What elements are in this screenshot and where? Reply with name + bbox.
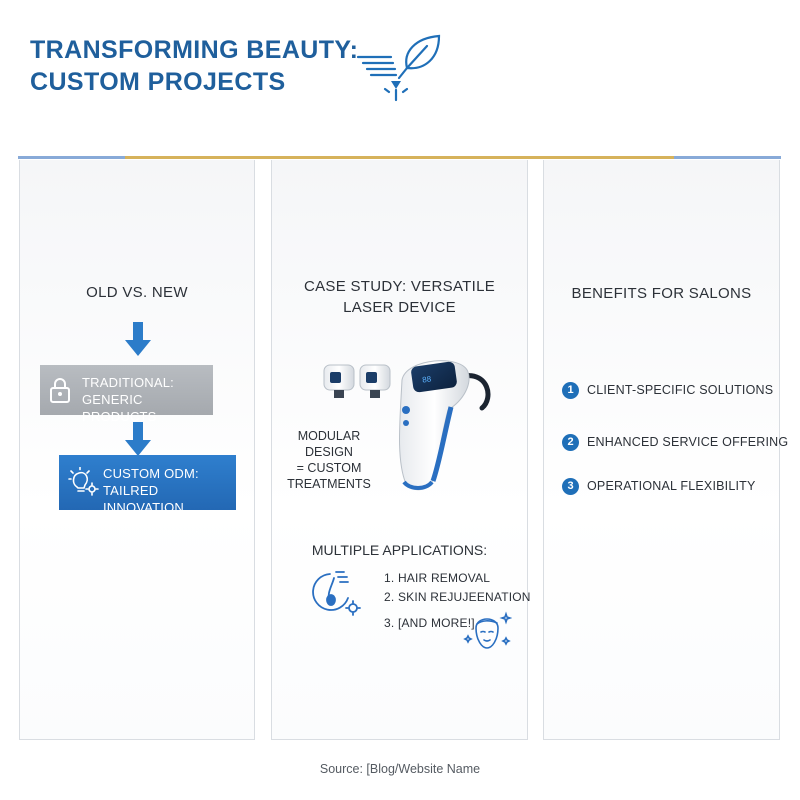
- laser-device-illustration: 88: [323, 360, 491, 491]
- traditional-label: TRADITIONAL:: [82, 375, 174, 390]
- number-badge: 3: [562, 477, 579, 495]
- custom-odm-label: CUSTOM ODM:: [103, 466, 199, 481]
- lightbulb-gear-icon: [68, 467, 99, 496]
- title-line-1: TRANSFORMING BEAUTY:: [30, 36, 359, 64]
- application-item: 3. [AND MORE!]: [384, 616, 475, 630]
- svg-text:88: 88: [422, 374, 433, 384]
- panel-heading: BENEFITS FOR SALONS: [571, 285, 752, 302]
- panel-old-vs-new: OLD VS. NEW TRADITIONAL: GENERIC PRODUCT…: [19, 160, 255, 740]
- modular-line-1: MODULAR DESIGN: [297, 429, 361, 459]
- modular-line-2: = CUSTOM: [296, 461, 362, 475]
- leaf-laser-icon: [356, 34, 441, 102]
- applications-heading: MULTIPLE APPLICATIONS:: [311, 542, 488, 558]
- panel-heading: CASE STUDY: VERSATILE LASER DEVICE: [272, 276, 527, 318]
- modular-line-3: TREATMENTS: [287, 477, 371, 491]
- custom-odm-box: CUSTOM ODM: TAILRED INNOVATION: [59, 455, 236, 515]
- panel-case-study: CASE STUDY: VERSATILE LASER DEVICE 88: [271, 160, 531, 740]
- title-line-2: CUSTOM PROJECTS: [30, 68, 286, 96]
- hair-follicle-icon: [312, 571, 361, 616]
- number-badge: 2: [562, 433, 579, 451]
- traditional-box: TRADITIONAL: GENERIC PRODUCTS: [40, 365, 213, 424]
- traditional-desc: GENERIC PRODUCTS: [82, 392, 157, 424]
- custom-odm-desc: TAILRED INNOVATION: [103, 483, 184, 515]
- face-sparkle-icon: [463, 611, 512, 649]
- benefit-label: CLIENT-SPECIFIC SOLUTIONS: [587, 383, 774, 397]
- benefit-item: 2 ENHANCED SERVICE OFFERING: [562, 431, 788, 453]
- benefit-item: 3 OPERATIONAL FLEXIBILITY: [562, 475, 756, 497]
- panel-benefits: BENEFITS FOR SALONS 1 CLIENT-SPECIFIC SO…: [543, 160, 788, 740]
- number-badge: 1: [562, 381, 579, 399]
- heading-line-2: LASER DEVICE: [343, 299, 456, 316]
- application-item: 1. HAIR REMOVAL: [384, 571, 491, 585]
- lock-icon: [50, 378, 70, 403]
- page-title: TRANSFORMING BEAUTY: CUSTOM PROJECTS: [30, 34, 358, 98]
- panel-heading: OLD VS. NEW: [86, 284, 188, 301]
- arrow-down-icon: [125, 322, 151, 356]
- benefit-label: ENHANCED SERVICE OFFERING: [587, 435, 789, 449]
- source-caption: Source: [Blog/Website Name: [319, 762, 481, 776]
- application-item: 2. SKIN REJUJEENATION: [384, 590, 531, 604]
- arrow-down-icon: [125, 422, 151, 456]
- benefit-label: OPERATIONAL FLEXIBILITY: [587, 479, 756, 493]
- header-divider: [18, 156, 781, 159]
- modular-design-text: MODULAR DESIGN = CUSTOM TREATMENTS: [284, 428, 374, 492]
- heading-line-1: CASE STUDY: VERSATILE: [303, 278, 496, 295]
- benefit-item: 1 CLIENT-SPECIFIC SOLUTIONS: [562, 379, 773, 401]
